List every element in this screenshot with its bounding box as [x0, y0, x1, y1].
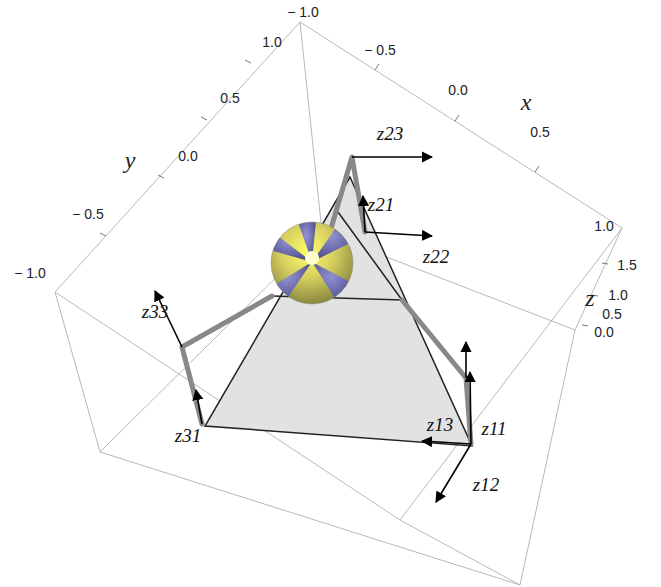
frame-label: z13	[427, 415, 453, 434]
frame-label: z33	[142, 302, 168, 321]
axis-tick: 0.5	[220, 91, 239, 105]
frame-label: z21	[368, 195, 394, 214]
frame-label: z11	[482, 419, 507, 438]
axis-tick: − 1.0	[14, 266, 46, 280]
robot-legs	[182, 157, 471, 444]
axis-tick: − 0.5	[72, 207, 104, 221]
frame-label: z31	[175, 426, 201, 445]
ball	[266, 221, 356, 306]
axis-tick: 1.0	[608, 288, 627, 302]
axis-tick: − 0.5	[364, 43, 396, 57]
axis-tick: − 1.0	[287, 5, 319, 19]
frame-label: z12	[473, 475, 499, 494]
axis-name: z	[585, 286, 594, 310]
axis-tick: 0.0	[178, 149, 197, 163]
frame-arrows	[155, 157, 471, 502]
axis-tick: 0.5	[602, 307, 621, 321]
axis-name: y	[125, 148, 136, 172]
frame-label: z23	[377, 124, 403, 143]
axis-tick: 1.5	[617, 258, 636, 272]
axis-tick: 1.0	[594, 219, 613, 233]
frame-label: z22	[423, 247, 449, 266]
axis-tick: 0.0	[594, 325, 613, 339]
axis-tick: 0.5	[530, 125, 549, 139]
axis-tick: 1.0	[262, 35, 281, 49]
bounding-box	[55, 22, 622, 585]
axis-tick: 0.0	[448, 83, 467, 97]
axis-name: x	[521, 90, 532, 114]
